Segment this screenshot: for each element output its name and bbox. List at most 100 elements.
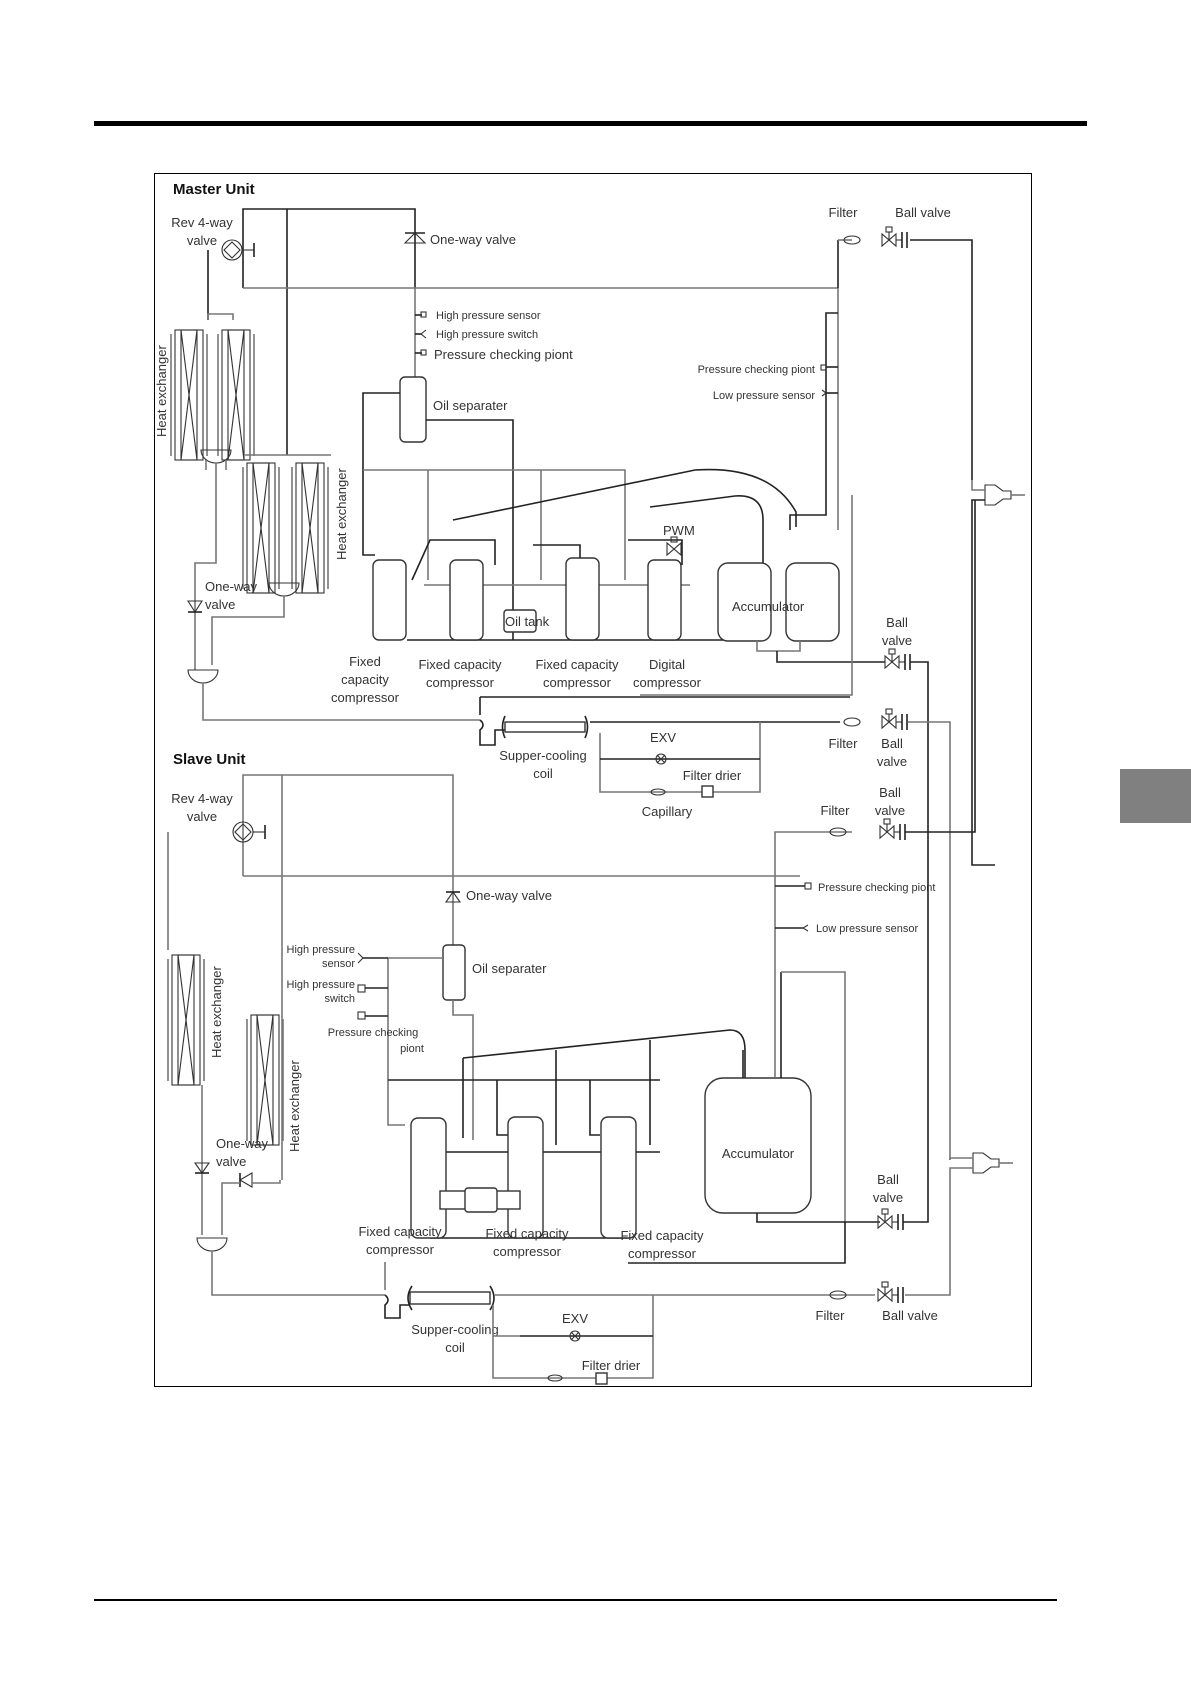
slave-comp1-label-1: Fixed capacity — [358, 1224, 442, 1239]
slave-pressure-check-right-label: Pressure checking piont — [818, 882, 935, 894]
master-comp3-label-1: Fixed capacity — [535, 657, 619, 672]
chapter-side-tab — [1120, 769, 1191, 823]
slave-ball-valve-mid-label-2: valve — [873, 1190, 903, 1205]
master-dome-2 — [268, 582, 300, 597]
master-oil-tank — [503, 609, 537, 633]
slave-hp-switch-icon — [357, 984, 366, 993]
master-pwm-label: PWM — [663, 523, 695, 538]
slave-one-way-valve-icon — [444, 891, 462, 903]
master-pressure-check-right-icon — [820, 364, 827, 371]
master-pressure-check-label: Pressure checking piont — [434, 347, 573, 362]
master-oneway-left-label-1: One-way — [205, 579, 258, 594]
slave-one-way-valve-label: One-way valve — [466, 888, 552, 903]
slave-ball-valve-low-label: Ball valve — [882, 1308, 938, 1323]
slave-rev4way-label-1: Rev 4-way — [171, 791, 233, 806]
slave-hx1-label: Heat exchanger — [209, 966, 224, 1058]
master-hp-switch-icon — [420, 329, 427, 339]
slave-top-piping — [167, 774, 800, 1180]
slave-pressure-check-icon — [357, 1011, 366, 1020]
slave-distributor-icon — [972, 1152, 1014, 1174]
slave-compressor-2 — [507, 1116, 544, 1239]
slave-oneway-left-label-2: valve — [216, 1154, 246, 1169]
master-ball-valve-mid-label-2: valve — [882, 633, 912, 648]
slave-rev-4way-valve-icon — [232, 821, 266, 843]
master-subcooling-label-1: Supper-cooling — [499, 748, 586, 763]
master-rev4way-label-2: valve — [187, 233, 217, 248]
slave-hp-sensor-label-1: High pressure — [287, 944, 355, 956]
slave-filter-low-label: Filter — [816, 1308, 846, 1323]
master-filter-drier-icon — [701, 785, 714, 798]
slave-accumulator-label: Accumulator — [722, 1146, 795, 1161]
slave-hp-switch-label-1: High pressure — [287, 979, 355, 991]
footer-rule — [94, 1599, 1057, 1601]
master-one-way-valve-label: One-way valve — [430, 232, 516, 247]
master-dome-3 — [187, 669, 219, 684]
master-filter-top-label: Filter — [829, 205, 859, 220]
header-rule — [94, 121, 1087, 126]
master-hp-sensor-icon — [420, 311, 427, 318]
slave-oil-separator — [442, 944, 466, 1001]
slave-comp1-label-2: compressor — [366, 1242, 435, 1257]
master-unit-title: Master Unit — [173, 181, 255, 198]
slave-comp3-label-2: compressor — [628, 1246, 697, 1261]
master-subcooling-coil — [504, 721, 586, 733]
master-rev-4way-valve-icon — [221, 239, 255, 261]
master-ball-valve-low-icon — [881, 708, 908, 731]
master-hp-switch-label: High pressure switch — [436, 329, 538, 341]
slave-hp-sensor-label-2: sensor — [322, 958, 355, 970]
master-comp1-label-3: compressor — [331, 690, 400, 705]
master-comp2-label-1: Fixed capacity — [418, 657, 502, 672]
slave-oil-separator-label: Oil separater — [472, 961, 547, 976]
slave-one-way-valve-left-icon — [193, 1162, 211, 1174]
slave-oneway-left-label-1: One-way — [216, 1136, 269, 1151]
master-heat-exchanger-2 — [242, 454, 331, 594]
master-compressor-1 — [372, 559, 407, 641]
slave-pressure-check-right-icon — [804, 882, 812, 890]
master-ball-valve-top-label: Ball valve — [895, 205, 951, 220]
slave-compressor-3 — [600, 1116, 637, 1239]
master-compressor-3 — [565, 557, 600, 641]
master-oil-separator-label: Oil separater — [433, 398, 508, 413]
master-accumulator-b — [785, 562, 840, 642]
slave-ball-valve-low-icon — [877, 1281, 904, 1304]
slave-filter-drier-label: Filter drier — [582, 1358, 641, 1373]
slave-subcooling-label-2: coil — [445, 1340, 465, 1355]
slave-unit-title: Slave Unit — [173, 751, 246, 768]
slave-subcooling-label-1: Supper-cooling — [411, 1322, 498, 1337]
master-lp-sensor-label: Low pressure sensor — [713, 390, 815, 402]
master-subcooling-label-2: coil — [533, 766, 553, 781]
master-one-way-valve-left-icon — [186, 600, 204, 614]
slave-pressure-check-label-2: piont — [400, 1043, 424, 1055]
master-exv-label: EXV — [650, 730, 676, 745]
master-rev4way-label-1: Rev 4-way — [171, 215, 233, 230]
master-digital-label-1: Digital — [649, 657, 685, 672]
master-capillary-icon — [650, 788, 666, 796]
slave-oil-tank — [464, 1187, 498, 1213]
master-filter-mid-label: Filter — [829, 736, 859, 751]
slave-capillary-icon — [547, 1374, 563, 1382]
slave-lp-sensor-icon — [801, 924, 809, 932]
master-filter-drier-label: Filter drier — [683, 768, 742, 783]
master-ball-valve-top-icon — [881, 226, 908, 249]
master-capillary-label: Capillary — [642, 804, 693, 819]
slave-exv-icon — [569, 1330, 581, 1342]
diagram-frame — [154, 173, 1032, 1387]
slave-exv-label: EXV — [562, 1311, 588, 1326]
slave-lp-sensor-label: Low pressure sensor — [816, 923, 918, 935]
master-pressure-check-right-label: Pressure checking piont — [698, 364, 815, 376]
master-digital-label-2: compressor — [633, 675, 702, 690]
master-accumulator-label: Accumulator — [732, 599, 805, 614]
slave-ball-valve-top-label-2: valve — [875, 803, 905, 818]
master-filter-mid-icon — [843, 717, 861, 727]
slave-hp-switch-label-2: switch — [324, 993, 355, 1005]
slave-check-valve-icon — [238, 1172, 253, 1188]
master-compressor-2 — [449, 559, 484, 641]
slave-hx2-label: Heat exchanger — [287, 1060, 302, 1152]
master-oneway-left-label-2: valve — [205, 597, 235, 612]
master-oil-tank-label: Oil tank — [505, 614, 550, 629]
master-hx1-label: Heat exchanger — [154, 345, 169, 437]
slave-comp3-label-1: Fixed capacity — [620, 1228, 704, 1243]
master-hx2-label: Heat exchanger — [334, 468, 349, 560]
slave-filter-drier-icon — [595, 1372, 608, 1385]
